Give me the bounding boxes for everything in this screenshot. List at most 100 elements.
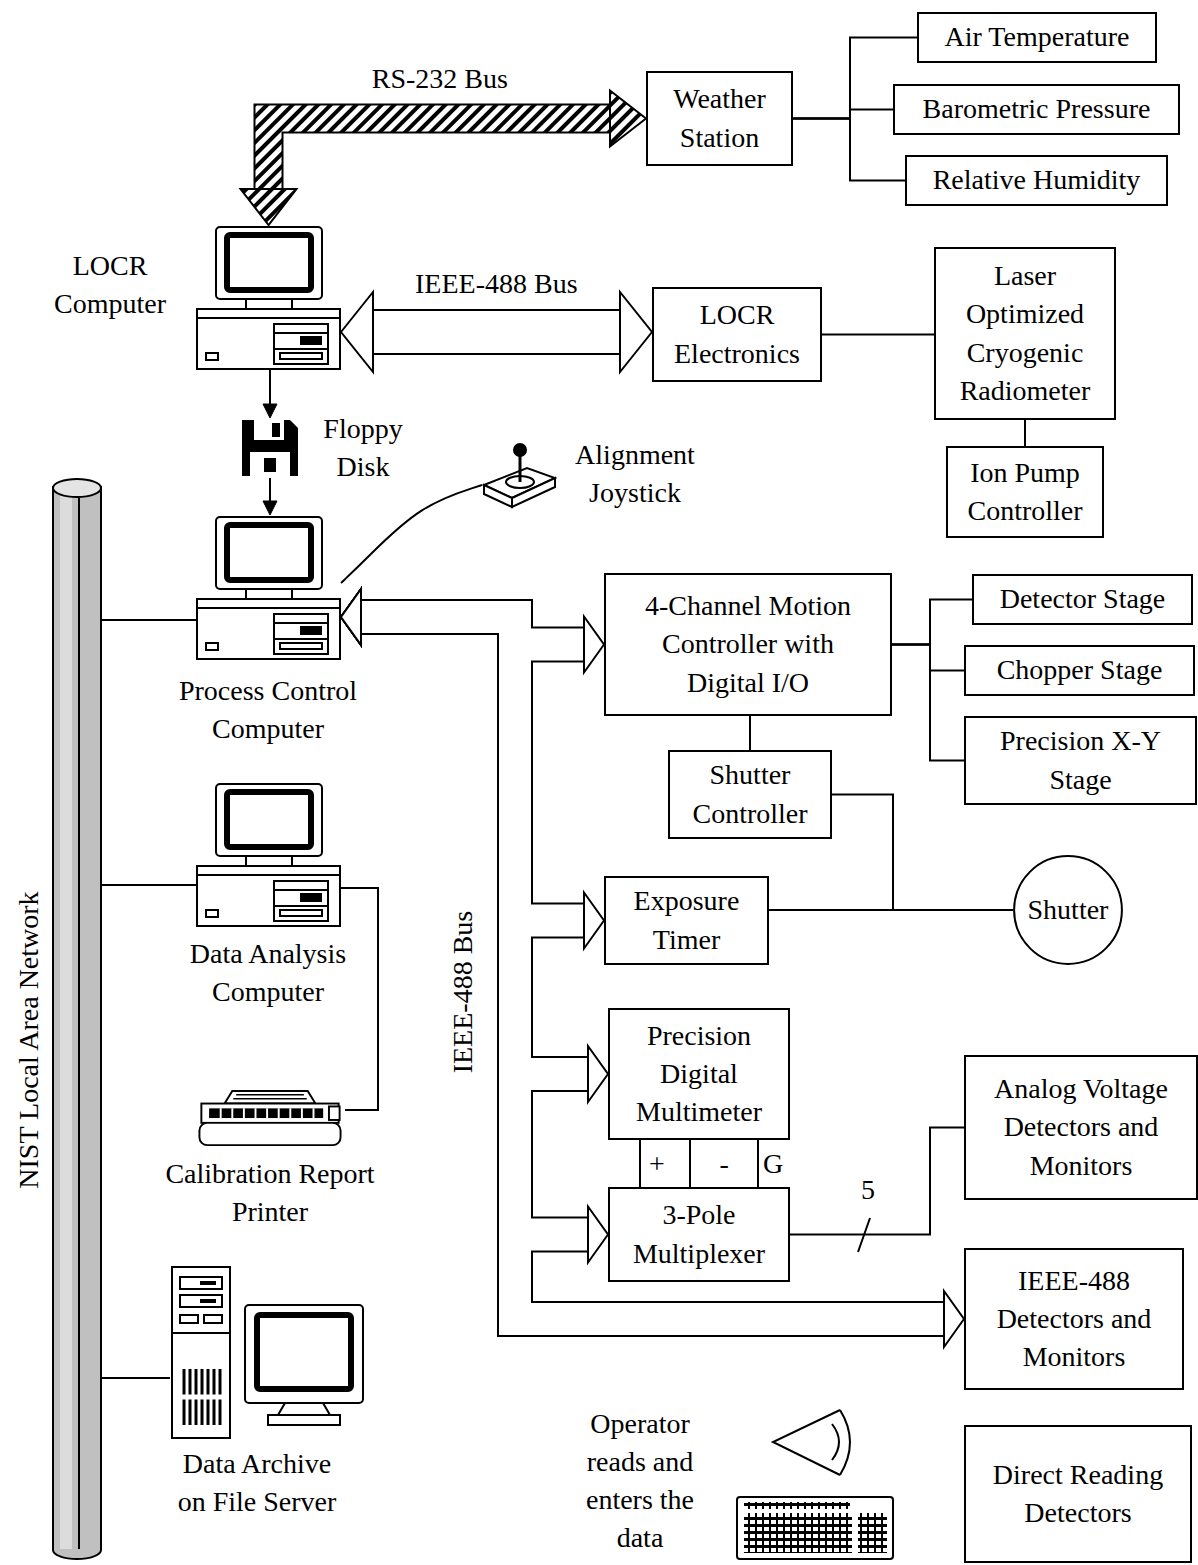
floppy-icon-drawing [240, 418, 300, 478]
stage-box: Precision X-Y Stage [964, 716, 1197, 805]
arrow-head [263, 404, 277, 418]
node-label: Chopper Stage [997, 651, 1163, 689]
pin-label: - [720, 1145, 729, 1183]
connector-line [102, 884, 196, 886]
node-label: Alignment Joystick [560, 436, 710, 512]
arrow-head [588, 1207, 608, 1263]
node-label: Data Archive on File Server [172, 1445, 342, 1521]
node-label: Shutter Controller [678, 756, 822, 832]
connector-line [102, 619, 196, 621]
shutter-circle: Shutter [1013, 855, 1123, 965]
node-label: NIST Local Area Network [9, 891, 47, 1188]
arrow-head [620, 292, 652, 372]
device-box: 4-Channel Motion Controller with Digital… [604, 573, 892, 716]
node-label: IEEE-488 Detectors and Monitors [974, 1262, 1174, 1376]
arrow-head [341, 589, 361, 645]
eye-symbol [773, 1410, 850, 1475]
node-label: Data Analysis Computer [168, 935, 368, 1011]
device-box: 3-Pole Multiplexer [608, 1187, 790, 1282]
bus-label: IEEE-488 Bus [411, 265, 582, 303]
connector-outlines [102, 38, 1025, 1379]
device-box: Shutter Controller [668, 750, 832, 839]
node-label: 4-Channel Motion Controller with Digital… [628, 587, 868, 701]
device-box: Precision Digital Multimeter [608, 1008, 790, 1140]
pin-divider [757, 1140, 759, 1187]
connector-line [269, 478, 271, 503]
connector-band [372, 311, 621, 353]
connector-line [832, 795, 1013, 911]
node-label: Precision Digital Multimeter [618, 1017, 780, 1131]
arrow-head [610, 91, 646, 147]
device-box: Ion Pump Controller [946, 446, 1104, 538]
arrow-head [588, 1046, 608, 1102]
connector-line [360, 617, 585, 921]
device-box: IEEE-488 Detectors and Monitors [964, 1248, 1184, 1390]
pin-divider [639, 1140, 641, 1187]
arrow-head [944, 1291, 964, 1347]
connector-band [360, 617, 589, 1235]
keyboard-symbol [737, 1497, 893, 1559]
node-label: Air Temperature [945, 18, 1130, 56]
operator-note: Operator reads and enters the data [565, 1405, 715, 1557]
connector-band [360, 617, 945, 1319]
connector-fills [269, 119, 946, 1320]
sensor-box: Barometric Pressure [893, 84, 1180, 135]
node-label: Laser Optimized Cryogenic Radiometer [944, 257, 1106, 409]
computer-icon: Process Control Computer [196, 515, 341, 660]
pin-label: G [763, 1145, 783, 1183]
node-label: Shutter [1028, 891, 1109, 929]
connector-line [793, 110, 893, 119]
device-box: Direct Reading Detectors [964, 1425, 1192, 1563]
bus-width-label: 5 [861, 1171, 875, 1209]
node-label: Process Control Computer [163, 672, 373, 748]
pin-divider [689, 1140, 691, 1187]
computer-icon-drawing [196, 225, 341, 370]
connector-line [749, 716, 751, 750]
bus-label: RS-232 Bus [368, 60, 512, 98]
device-box: Analog Voltage Detectors and Monitors [964, 1055, 1198, 1200]
joystick-icon: Alignment Joystick [482, 440, 557, 510]
node-label: Relative Humidity [933, 161, 1141, 199]
connector-line [892, 645, 964, 761]
arrow-head [341, 589, 361, 645]
stage-box: Detector Stage [972, 574, 1193, 625]
arrow-head [341, 292, 373, 372]
arrow-head [584, 893, 604, 949]
node-label: Barometric Pressure [923, 90, 1151, 128]
node-label: Floppy Disk [308, 410, 418, 486]
sensor-box: Air Temperature [917, 12, 1157, 63]
connector-line [822, 334, 934, 336]
connector-line [341, 485, 482, 583]
node-label: Ion Pump Controller [956, 454, 1094, 530]
computer-icon: Data Analysis Computer [196, 782, 341, 927]
device-box: Exposure Timer [604, 876, 769, 965]
connector-line [360, 617, 589, 1235]
connector-line [372, 309, 621, 355]
bus-label: IEEE-488 Bus [444, 911, 482, 1074]
connector-line [341, 888, 378, 1110]
network-cylinder: NIST Local Area Network [52, 478, 102, 1560]
node-label: Weather Station [656, 80, 783, 156]
connector-line [360, 617, 945, 1319]
floppy-icon: Floppy Disk [240, 418, 300, 478]
connector-line [790, 1128, 964, 1235]
arrow-head [341, 589, 361, 645]
connector-line [769, 909, 1013, 911]
connector-line [892, 600, 972, 645]
computer-icon-drawing [196, 782, 341, 927]
device-box: LOCR Electronics [652, 287, 822, 382]
printer-icon-drawing [195, 1090, 345, 1148]
arrow-head [241, 189, 297, 225]
connector-line [269, 370, 271, 406]
node-label: Detector Stage [1000, 580, 1166, 618]
cylinder-outline [52, 478, 102, 1560]
node-label: LOCR Computer [35, 247, 185, 323]
connector-band [269, 119, 612, 191]
server-icon: Data Archive on File Server [170, 1265, 365, 1440]
arrow-head [341, 589, 361, 645]
printer-icon: Calibration Report Printer [195, 1090, 345, 1148]
connector-line [269, 119, 612, 191]
arrow-head [263, 501, 277, 515]
pin-label: + [649, 1145, 665, 1183]
